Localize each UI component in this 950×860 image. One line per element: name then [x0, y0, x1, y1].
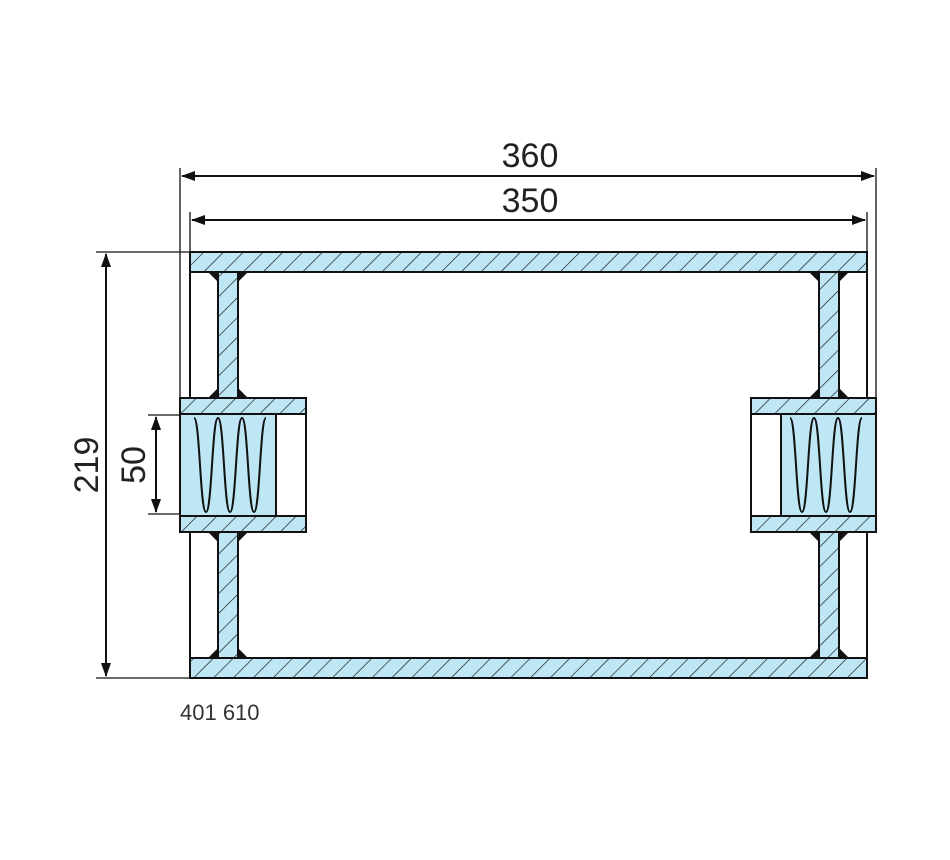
left-web-upper — [217, 271, 239, 399]
box-body — [189, 251, 868, 679]
right-spring-icon — [789, 416, 863, 514]
dimension-219-label: 219 — [68, 437, 106, 494]
left-spring-icon — [193, 416, 267, 514]
dimension-50-label: 50 — [115, 446, 153, 484]
top-plate — [189, 251, 868, 273]
extension-lines — [96, 168, 877, 679]
right-web-lower — [818, 531, 840, 659]
dimension-350-label: 350 — [502, 182, 559, 220]
left-web-lower — [217, 531, 239, 659]
right-spigot — [750, 397, 877, 533]
left-spigot — [179, 397, 307, 533]
right-web-upper — [818, 271, 840, 399]
dimension-360-label: 360 — [502, 137, 559, 175]
part-number: 401 610 — [180, 700, 260, 725]
bottom-plate — [189, 657, 868, 679]
